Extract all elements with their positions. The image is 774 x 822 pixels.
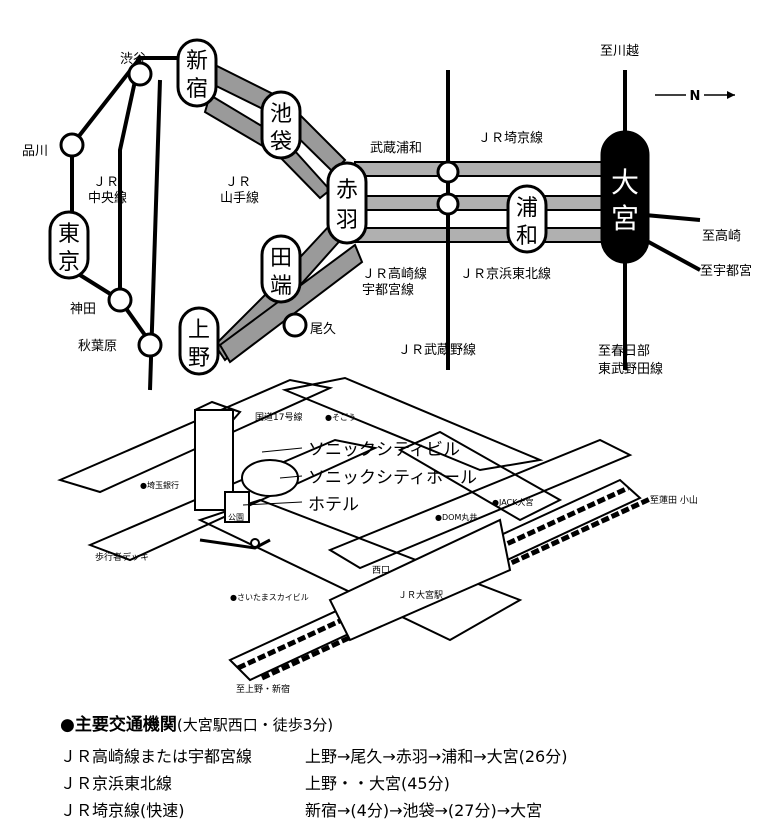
route-line: ＪＲ京浜東北線 (60, 773, 173, 793)
label-to-hasuda: 至蓮田 小山 (650, 494, 698, 506)
station-oku: 尾久 (310, 322, 336, 337)
label-hotel: ホテル (308, 495, 359, 515)
access-heading: ●主要交通機関(大宮駅西口・徒歩3分) (60, 710, 760, 735)
station-ueno-1: 上 (188, 318, 210, 343)
station-kanda: 神田 (70, 302, 96, 317)
dest-takasaki: 至高崎 (702, 228, 741, 244)
station-urawa-2: 和 (516, 224, 538, 249)
label-sky-building: ●さいたまスカイビル (230, 593, 309, 602)
musashino-line (446, 70, 701, 370)
line-musashino: ＪＲ武蔵野線 (398, 342, 476, 358)
station-akabane-1: 赤 (336, 178, 358, 203)
route-row: ＪＲ京浜東北線 上野・・大宮(45分) (60, 768, 760, 795)
station-ikebukuro-2: 袋 (270, 130, 292, 155)
station-tokyo-2: 京 (58, 250, 80, 275)
line-chuo-2: 中央線 (88, 190, 127, 206)
station-tokyo-1: 東 (58, 222, 80, 247)
line-saikyo: ＪＲ埼京線 (478, 130, 543, 146)
station-akabane-2: 羽 (336, 208, 358, 233)
station-capsules (48, 38, 650, 376)
local-map (57, 376, 654, 682)
route-row: ＪＲ高崎線または宇都宮線 上野→尾久→赤羽→浦和→大宮(26分) (60, 741, 760, 768)
route-row: ＪＲ埼京線(快速) 新宿→(4分)→池袋→(27分)→大宮 (60, 795, 760, 822)
station-urawa-1: 浦 (516, 196, 538, 221)
station-shibuya: 渋谷 (120, 52, 146, 67)
line-takasaki-1: ＪＲ高崎線 (362, 266, 427, 282)
station-shinjuku-2: 宿 (186, 77, 208, 102)
route-detail: 新宿→(4分)→池袋→(27分)→大宮 (305, 800, 543, 820)
north-arrow: N (655, 86, 735, 104)
dest-kawagoe: 至川越 (600, 44, 639, 59)
station-musashi-urawa: 武蔵浦和 (370, 141, 422, 156)
dest-kasukabe-1: 至春日部 (598, 344, 650, 359)
access-info: ●主要交通機関(大宮駅西口・徒歩3分) ＪＲ高崎線または宇都宮線 上野→尾久→赤… (60, 710, 760, 822)
station-tabata-1: 田 (270, 246, 292, 271)
access-subtitle: (大宮駅西口・徒歩3分) (176, 716, 334, 734)
label-to-ueno: 至上野・新宿 (236, 683, 290, 695)
label-sogo: ●そごう (325, 412, 356, 422)
label-bank: ●埼玉銀行 (140, 480, 179, 490)
dest-utsunomiya: 至宇都宮 (700, 263, 752, 279)
label-jr-omiya: ＪＲ大宮駅 (398, 589, 443, 601)
label-jack: ●JACK大宮 (492, 497, 533, 507)
line-yamanote-1: ＪＲ (225, 175, 251, 190)
station-tabata-2: 端 (270, 274, 292, 299)
label-west-exit: 西口 (372, 565, 390, 576)
label-sonic-hall: ソニックシティホール (308, 468, 477, 488)
saikyo-keihin-lines (354, 161, 626, 243)
label-park: 公園 (228, 513, 244, 522)
station-ueno-2: 野 (188, 346, 210, 371)
route-line: ＪＲ埼京線(快速) (60, 800, 185, 820)
label-dom: ●DOM丸井 (435, 512, 477, 522)
station-omiya-2: 宮 (611, 202, 639, 235)
access-map: 新 宿 池 袋 赤 羽 田 端 上 野 東 京 浦 和 大 宮 渋谷 品川 神田… (22, 38, 752, 695)
jr-trunk-lines (198, 58, 364, 364)
label-route17: 国道17号線 (255, 411, 302, 423)
station-akihabara: 秋葉原 (78, 339, 117, 354)
route-line: ＪＲ高崎線または宇都宮線 (60, 746, 253, 766)
route-detail: 上野・・大宮(45分) (305, 773, 450, 793)
line-yamanote-2: 山手線 (220, 190, 259, 206)
access-title: ●主要交通機関 (60, 715, 177, 735)
station-shinagawa: 品川 (22, 144, 48, 159)
line-keihin: ＪＲ京浜東北線 (460, 266, 551, 282)
station-circles (59, 61, 460, 358)
label-pedestrian-deck: 歩行者デッキ (95, 551, 149, 563)
label-sonic-building: ソニックシティビル (308, 440, 460, 460)
station-omiya-1: 大 (611, 166, 639, 199)
station-shinjuku-1: 新 (186, 49, 208, 74)
north-label: N (690, 89, 701, 104)
route-detail: 上野→尾久→赤羽→浦和→大宮(26分) (305, 746, 568, 766)
station-ikebukuro-1: 池 (270, 102, 292, 127)
line-takasaki-2: 宇都宮線 (362, 282, 414, 298)
dest-kasukabe-2: 東武野田線 (598, 361, 663, 377)
line-chuo-1: ＪＲ (93, 175, 119, 190)
